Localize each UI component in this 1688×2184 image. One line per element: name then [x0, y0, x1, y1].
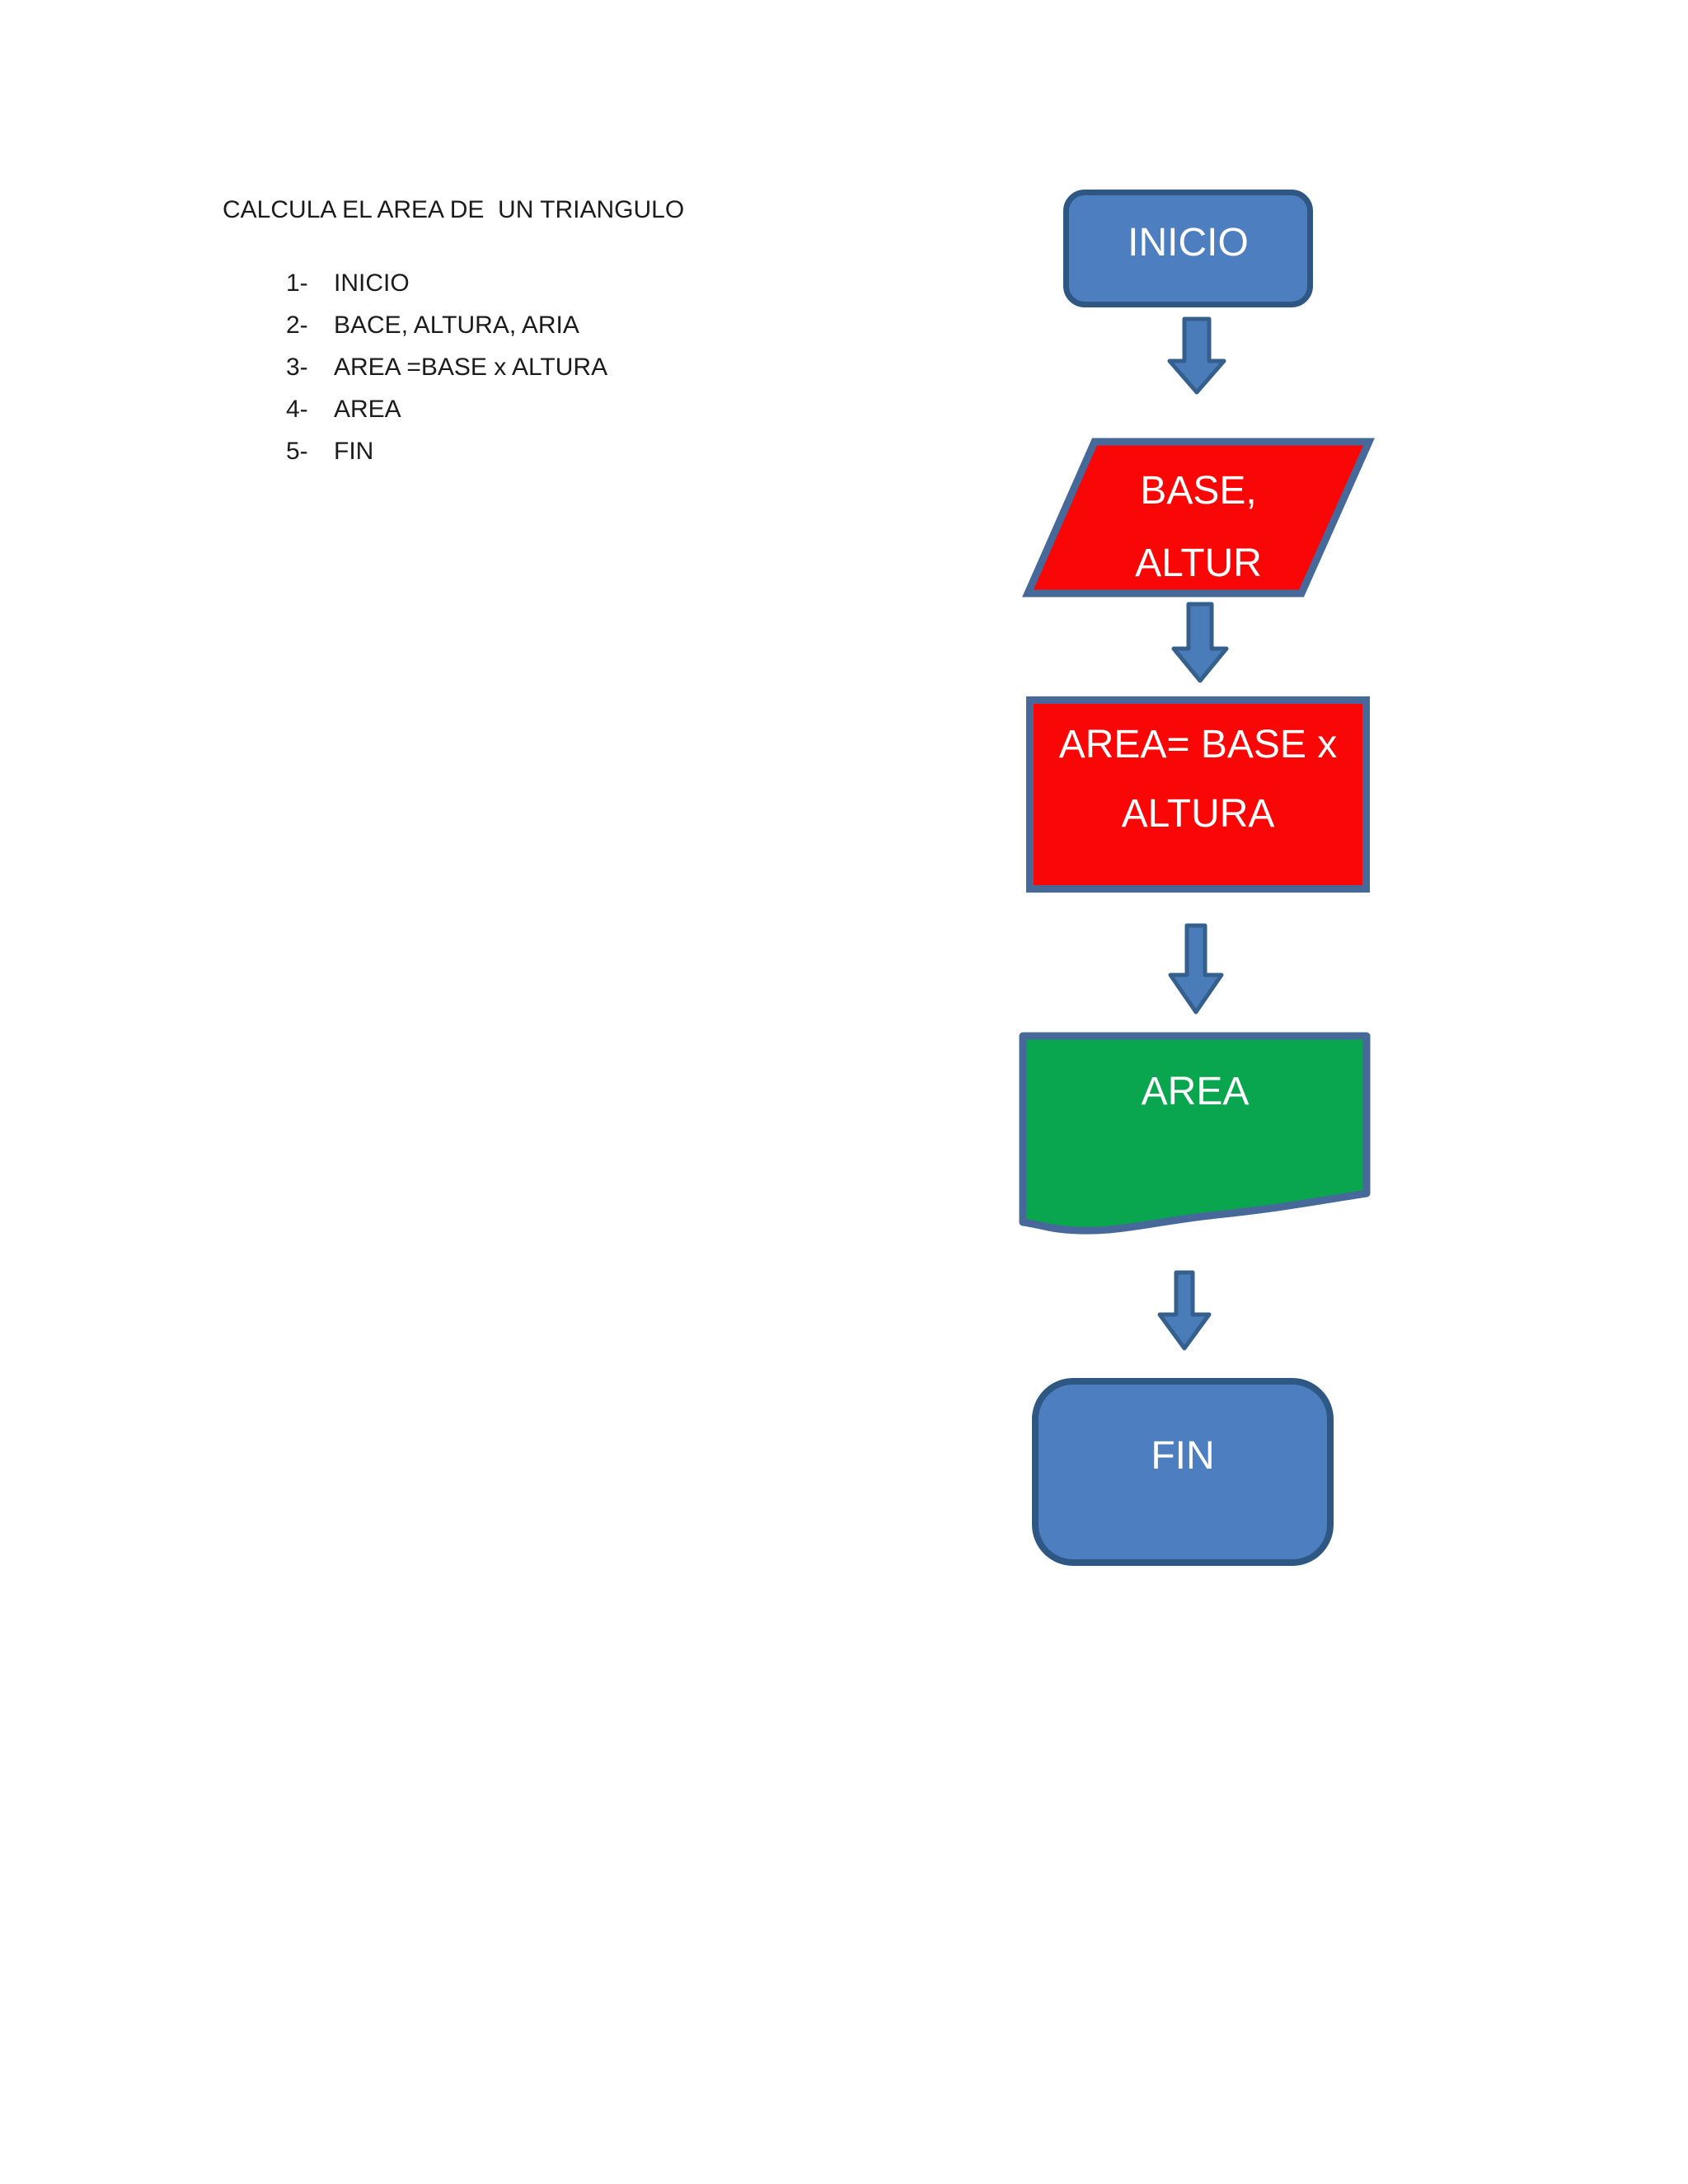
- down-arrow-icon: [1157, 1270, 1212, 1351]
- process-label-line1: AREA= BASE x: [1058, 723, 1338, 766]
- down-arrow-icon: [1171, 602, 1229, 683]
- io-label-line2: ALTUR: [1135, 541, 1262, 585]
- process-label: AREA= BASE x ALTURA: [1034, 704, 1362, 849]
- list-item-number: 3-: [286, 354, 308, 381]
- list-item: 5- FIN: [286, 438, 607, 480]
- down-arrow-icon: [1167, 316, 1226, 395]
- io-label-line1: BASE,: [1140, 469, 1257, 513]
- list-item-number: 1-: [286, 269, 308, 297]
- list-item-text: AREA: [334, 396, 401, 423]
- parallelogram-shape: [1022, 438, 1375, 598]
- steps-list: 1- INICIO 2- BACE, ALTURA, ARIA 3- AREA …: [286, 269, 607, 480]
- output-label-text: AREA: [1141, 1070, 1250, 1113]
- process-label-line2: ALTURA: [1121, 792, 1275, 836]
- inicio-label: INICIO: [1128, 221, 1249, 265]
- output-label: AREA: [1019, 1065, 1372, 1119]
- flowchart-document-shape: AREA: [1019, 1032, 1372, 1243]
- list-item-text: INICIO: [334, 269, 410, 297]
- flowchart-process-rect: AREA= BASE x ALTURA: [1026, 696, 1370, 893]
- list-item-text: BACE, ALTURA, ARIA: [334, 312, 579, 339]
- list-item: 1- INICIO: [286, 269, 607, 312]
- list-item: 3- AREA =BASE x ALTURA: [286, 354, 607, 396]
- page-title: CALCULA EL AREA DE UN TRIANGULO: [223, 196, 685, 223]
- list-item: 2- BACE, ALTURA, ARIA: [286, 312, 607, 354]
- flowchart-terminator-inicio: INICIO: [1063, 190, 1313, 307]
- list-item-number: 5-: [286, 438, 308, 465]
- flowchart-io-parallelogram: BASE, ALTUR: [1022, 437, 1375, 598]
- document-shape: [1019, 1032, 1371, 1235]
- fin-label: FIN: [1151, 1433, 1215, 1478]
- list-item-text: FIN: [334, 438, 374, 465]
- list-item-number: 2-: [286, 312, 308, 339]
- flowchart-terminator-fin: FIN: [1032, 1378, 1334, 1566]
- list-item-number: 4-: [286, 396, 308, 423]
- io-label: BASE, ALTUR: [1022, 455, 1375, 600]
- list-item-text: AREA =BASE x ALTURA: [334, 354, 608, 381]
- down-arrow-icon: [1168, 923, 1224, 1015]
- list-item: 4- AREA: [286, 396, 607, 438]
